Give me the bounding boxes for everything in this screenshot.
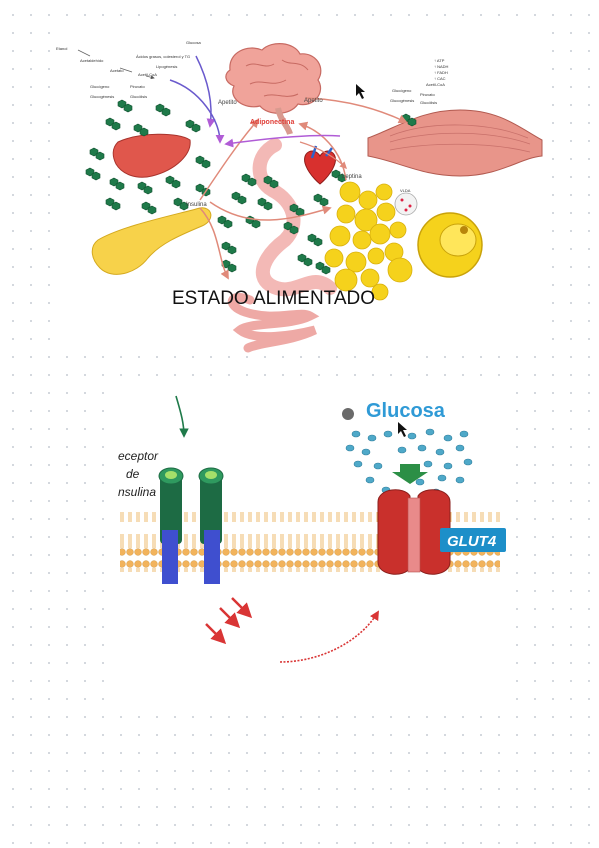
muscle-icon <box>367 109 543 177</box>
brain-icon <box>225 43 322 135</box>
label-apetito-left: Apetito <box>218 100 237 106</box>
label-piruvato-right: Piruvato <box>420 92 435 97</box>
label-glucosa-top: Glucosa <box>186 40 201 45</box>
pathway-arrows <box>77 49 408 280</box>
label-glucogeno-left: Glucógeno <box>90 84 110 89</box>
translocation-arrow <box>279 610 379 663</box>
label-piruvato-left: Piruvato <box>130 84 145 89</box>
glut4-diagram: eceptor de nsulina Glucosa <box>110 380 510 700</box>
fed-state-diagram: Etanol Acetaldehído Acetato Ácidos graso… <box>50 30 550 353</box>
insulin-receptor-icon <box>158 467 224 584</box>
receptor-label-line1: eceptor <box>118 449 159 463</box>
label-atp: ↑ ATP <box>434 58 445 63</box>
glucose-entry-arrow <box>392 464 428 484</box>
label-glucolisis-right: Glucólisis <box>420 100 437 105</box>
adipocyte-cluster <box>324 181 413 301</box>
label-glucolisis-left: Glucólisis <box>130 94 147 99</box>
intestine-icon <box>228 138 337 353</box>
heart-icon <box>304 145 336 185</box>
label-glucogenesis-left: Glucogénesis <box>90 94 114 99</box>
receptor-label-line3: nsulina <box>118 485 156 499</box>
label-acidos-grasos: Ácidos grasos, colesterol y TG <box>136 54 190 59</box>
glut4-label-bg <box>440 528 506 552</box>
label-etanol: Etanol <box>56 46 67 51</box>
glucose-dot-icon <box>342 408 354 420</box>
label-adiponectina: Adiponectina <box>250 119 294 126</box>
receptor-label-line2: de <box>126 467 140 481</box>
fed-state-svg: Etanol Acetaldehído Acetato Ácidos graso… <box>56 40 543 353</box>
vlda-particle <box>394 192 418 216</box>
label-acetato: Acetato <box>110 68 124 73</box>
insulin-arrow <box>175 395 189 438</box>
label-lipogenesis: Lipogénesis <box>156 64 177 69</box>
pancreas-icon <box>91 207 212 275</box>
figure-title: ESTADO ALIMENTADO <box>172 288 375 309</box>
glucose-molecules-blue <box>345 428 473 496</box>
liver-icon <box>112 133 191 178</box>
adipocyte-icon <box>417 212 483 278</box>
glut4-svg: eceptor de nsulina Glucosa <box>118 395 506 663</box>
glucose-title: Glucosa <box>366 400 446 422</box>
glut4-transporter-icon <box>377 489 451 575</box>
label-glucogeno-right: Glucógeno <box>392 88 412 93</box>
label-cac: ↑ CAC <box>434 76 446 81</box>
signal-arrows <box>205 597 253 645</box>
cursor-arrow-icon <box>398 422 407 437</box>
label-fadh: ↑ FADH <box>434 70 448 75</box>
glut4-label: GLUT4 <box>447 533 497 550</box>
label-glucogenesis-right: Glucogénesis <box>390 98 414 103</box>
label-leptina: Leptina <box>342 174 362 180</box>
label-acetaldehido: Acetaldehído <box>80 58 104 63</box>
label-nadh: ↑ NADH <box>434 64 449 69</box>
label-acetil-coa-left: Acetil-CoA <box>138 72 157 77</box>
label-apetito-right: Apetito <box>304 98 323 104</box>
cursor-arrow-icon <box>356 84 365 99</box>
label-insulina: Insulina <box>186 202 207 208</box>
label-acetil-coa-right: Acetil-CoA <box>426 82 445 87</box>
label-vlda: VLDA <box>400 188 411 193</box>
